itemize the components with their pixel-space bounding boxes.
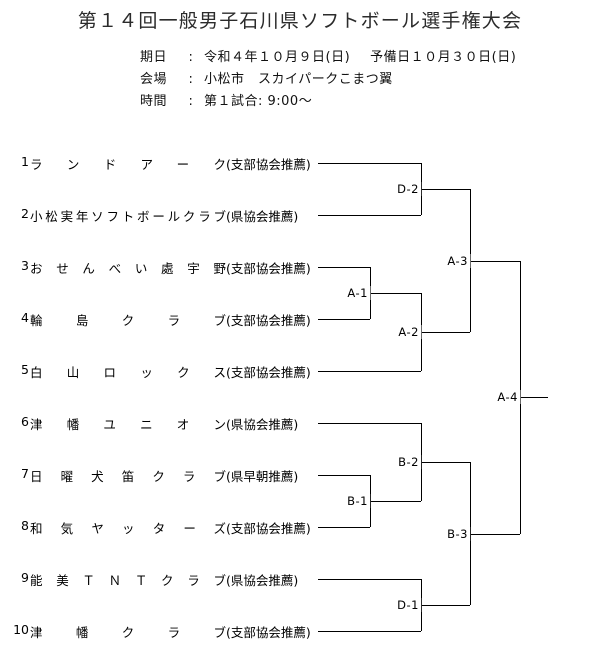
feed-b3-to-a4 bbox=[470, 533, 520, 535]
info-label-time: 時間 bbox=[140, 94, 168, 109]
info-colon-time: : bbox=[188, 94, 194, 109]
team-seed-number: 5 bbox=[21, 362, 29, 377]
team-row: 3おせんべい處宇野(支部協会推薦) bbox=[12, 258, 312, 276]
team-name: 津幡ユニオン bbox=[30, 417, 226, 432]
team-seed-number: 6 bbox=[21, 414, 29, 429]
match-label-b-3: B-3 bbox=[445, 526, 470, 541]
match-label-d-2: D-2 bbox=[395, 182, 421, 196]
team-row: 1ランドアーク(支部協会推薦) bbox=[12, 154, 312, 172]
team-seed-number: 10 bbox=[13, 622, 29, 637]
match-label-a-2: A-2 bbox=[396, 325, 421, 339]
team-row: 10津幡クラブ(支部協会推薦) bbox=[12, 622, 312, 640]
info-value-time: 第１試合: 9:00～ bbox=[204, 94, 313, 109]
team-name: ランドアーク bbox=[30, 157, 226, 172]
feed-d2-to-a3 bbox=[421, 189, 470, 190]
team-row: 6津幡ユニオン(県協会推薦) bbox=[12, 414, 312, 432]
info-label-venue: 会場 bbox=[140, 72, 168, 87]
team-seed-number: 4 bbox=[21, 310, 29, 325]
match-label-b-2: B-2 bbox=[396, 455, 421, 469]
team-seed-number: 3 bbox=[21, 258, 29, 273]
team-stub-6 bbox=[318, 423, 421, 424]
feed-b1-to-b2 bbox=[370, 501, 421, 502]
team-stub-4 bbox=[318, 319, 370, 320]
page-title: 第１４回一般男子石川県ソフトボール選手権大会 bbox=[77, 10, 523, 32]
team-name: 輪島クラブ bbox=[30, 313, 226, 328]
team-row: 7日曜犬笛クラブ(県早朝推薦) bbox=[12, 466, 312, 484]
team-seed-number: 1 bbox=[21, 154, 29, 169]
team-seed-number: 7 bbox=[21, 466, 29, 481]
info-line-time: 時間: 第１試合: 9:00～ bbox=[140, 90, 312, 109]
team-seed-number: 9 bbox=[21, 570, 29, 585]
team-recommendation: (支部協会推薦) bbox=[226, 157, 311, 172]
team-name: 小松実年ソフトボールクラブ bbox=[30, 209, 226, 224]
match-label-d-1: D-1 bbox=[395, 598, 421, 612]
match-label-a-4: A-4 bbox=[495, 390, 520, 404]
info-colon-date: : bbox=[188, 50, 194, 65]
team-stub-9 bbox=[318, 579, 421, 580]
team-row: 8和気ヤッターズ(支部協会推薦) bbox=[12, 518, 312, 536]
info-value-reserve-date: 予備日１０月３０日(日) bbox=[370, 50, 517, 65]
info-value-date: 令和４年１０月９日(日) bbox=[204, 50, 351, 65]
team-stub-8 bbox=[318, 527, 370, 528]
team-name: おせんべい處宇野 bbox=[30, 261, 226, 276]
feed-a2-to-a3 bbox=[421, 332, 470, 333]
team-row: 9能美ＴＮＴクラブ(県協会推薦) bbox=[12, 570, 312, 588]
team-name: 津幡クラブ bbox=[30, 625, 226, 640]
feed-d1-to-b3 bbox=[421, 605, 470, 606]
team-name: 白山ロックス bbox=[30, 365, 226, 380]
team-recommendation: (支部協会推薦) bbox=[226, 365, 311, 380]
team-recommendation: (県早朝推薦) bbox=[226, 469, 299, 484]
info-value-venue: 小松市 スカイパークこまつ翼 bbox=[204, 72, 393, 87]
team-stub-5 bbox=[318, 371, 421, 372]
team-name: 日曜犬笛クラブ bbox=[30, 469, 226, 484]
team-stub-1 bbox=[318, 163, 421, 164]
team-name: 能美ＴＮＴクラブ bbox=[30, 573, 226, 588]
team-seed-number: 8 bbox=[21, 518, 29, 533]
champion-stub bbox=[520, 397, 548, 398]
team-recommendation: (県協会推薦) bbox=[226, 209, 299, 224]
team-row: 2小松実年ソフトボールクラブ(県協会推薦) bbox=[12, 206, 312, 224]
match-label-a-3: A-3 bbox=[445, 253, 470, 268]
team-name: 和気ヤッターズ bbox=[30, 521, 226, 536]
team-recommendation: (支部協会推薦) bbox=[226, 625, 311, 640]
team-recommendation: (支部協会推薦) bbox=[226, 313, 311, 328]
team-recommendation: (県協会推薦) bbox=[226, 417, 299, 432]
team-stub-3 bbox=[318, 267, 370, 268]
feed-a1-to-a2 bbox=[370, 293, 421, 294]
feed-a3-to-a4 bbox=[470, 260, 520, 262]
info-label-date: 期日 bbox=[140, 50, 168, 65]
team-seed-number: 2 bbox=[21, 206, 29, 221]
team-stub-2 bbox=[318, 215, 421, 216]
info-colon-venue: : bbox=[188, 72, 194, 87]
team-row: 4輪島クラブ(支部協会推薦) bbox=[12, 310, 312, 328]
team-stub-7 bbox=[318, 475, 370, 476]
feed-b2-to-b3 bbox=[421, 462, 470, 463]
info-line-date: 期日: 令和４年１０月９日(日) 予備日１０月３０日(日) bbox=[140, 46, 516, 65]
team-recommendation: (県協会推薦) bbox=[226, 573, 299, 588]
match-label-a-1: A-1 bbox=[345, 286, 370, 300]
info-line-venue: 会場: 小松市 スカイパークこまつ翼 bbox=[140, 68, 393, 87]
team-stub-10 bbox=[318, 631, 421, 632]
team-row: 5白山ロックス(支部協会推薦) bbox=[12, 362, 312, 380]
match-label-b-1: B-1 bbox=[345, 494, 370, 508]
team-recommendation: (支部協会推薦) bbox=[226, 261, 311, 276]
team-recommendation: (支部協会推薦) bbox=[226, 521, 311, 536]
